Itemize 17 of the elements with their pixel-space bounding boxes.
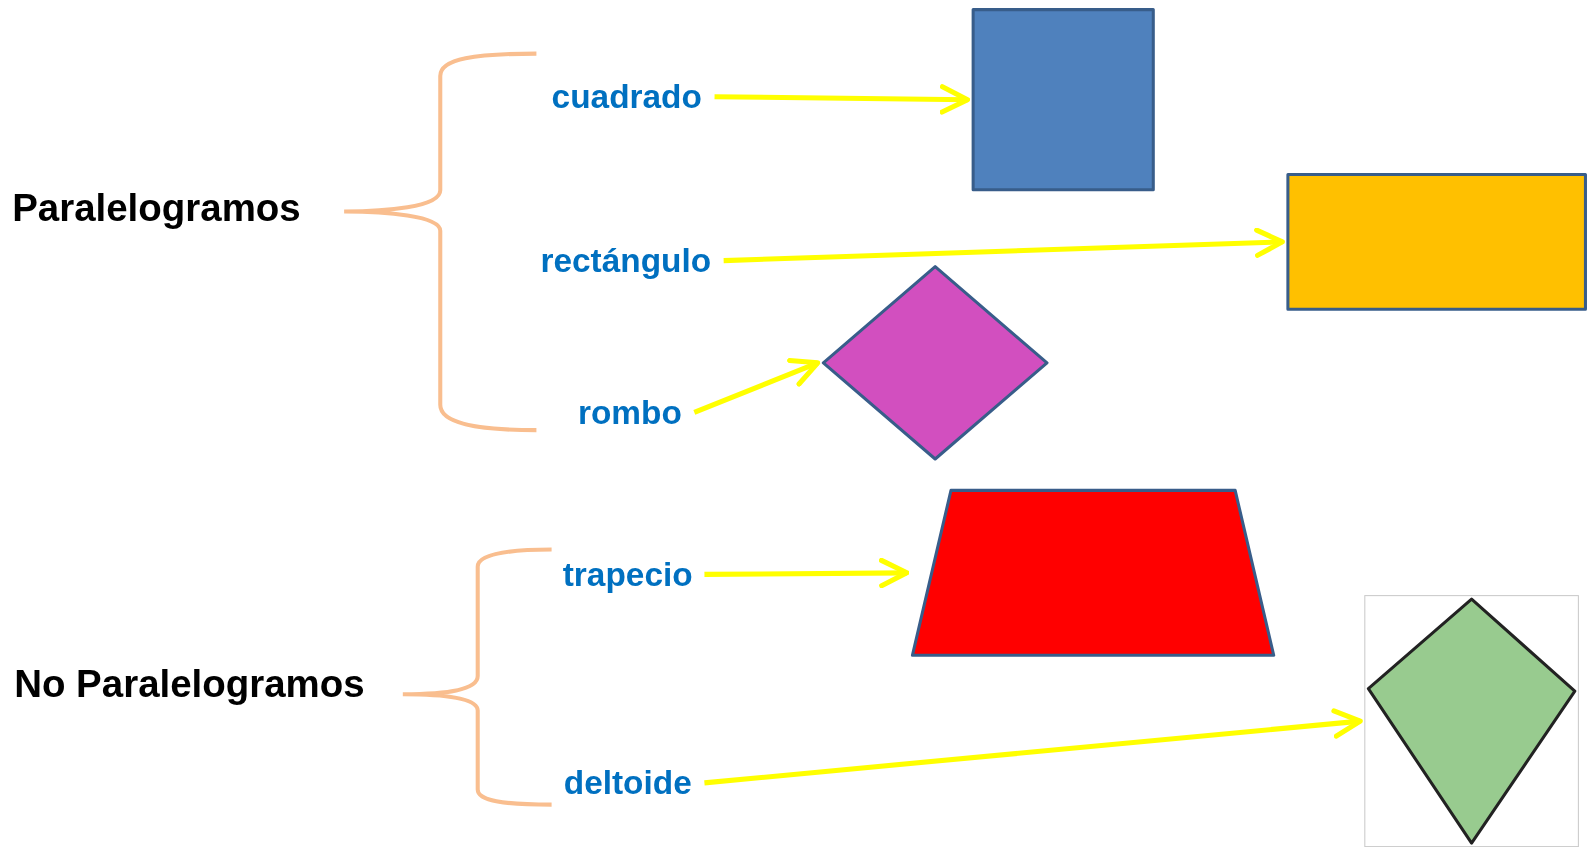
arrow [704, 557, 910, 589]
rectangle-shape [1286, 173, 1587, 311]
shape-name-label: rombo [577, 395, 682, 430]
arrow [723, 227, 1285, 264]
kite-shape [1364, 595, 1579, 847]
shape-name-label: deltoide [563, 766, 692, 800]
arrow [714, 84, 971, 115]
category-label: No Paralelogramos [14, 664, 365, 704]
trapezoid-shape [910, 488, 1276, 657]
arrow [704, 708, 1363, 786]
category-label: Paralelogramos [12, 188, 301, 227]
square-shape [971, 8, 1155, 192]
arrow [693, 358, 821, 415]
rhombus-shape [821, 265, 1049, 461]
shape-name-label: trapecio [562, 557, 693, 592]
shape-name-label: cuadrado [551, 79, 702, 114]
shape-name-label: rectángulo [540, 243, 712, 278]
